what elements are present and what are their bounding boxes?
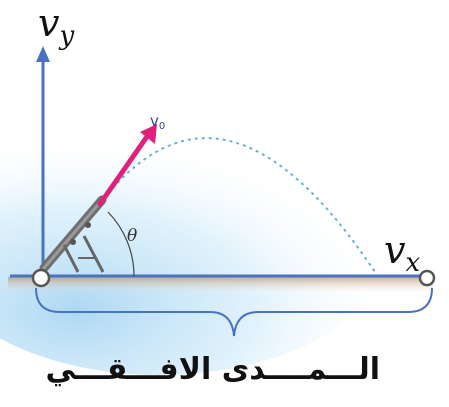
range-brace bbox=[35, 287, 433, 337]
range-caption: الـــمــــدى الافـــقـــي bbox=[45, 352, 380, 387]
launch-point-marker bbox=[31, 268, 51, 288]
launcher bbox=[39, 195, 107, 273]
y-axis-label: vy bbox=[38, 1, 74, 51]
sky-glow bbox=[0, 115, 390, 375]
v0-label: v0 bbox=[150, 112, 165, 132]
theta-label: θ bbox=[127, 226, 137, 246]
landing-point-marker bbox=[418, 269, 436, 287]
velocity-arrow-v0 bbox=[97, 124, 157, 207]
x-axis-label: vx bbox=[384, 228, 420, 278]
trajectory-path bbox=[94, 137, 376, 273]
ground-strip bbox=[8, 277, 433, 293]
angle-arc bbox=[107, 211, 135, 277]
y-axis-arrowhead bbox=[36, 46, 50, 62]
